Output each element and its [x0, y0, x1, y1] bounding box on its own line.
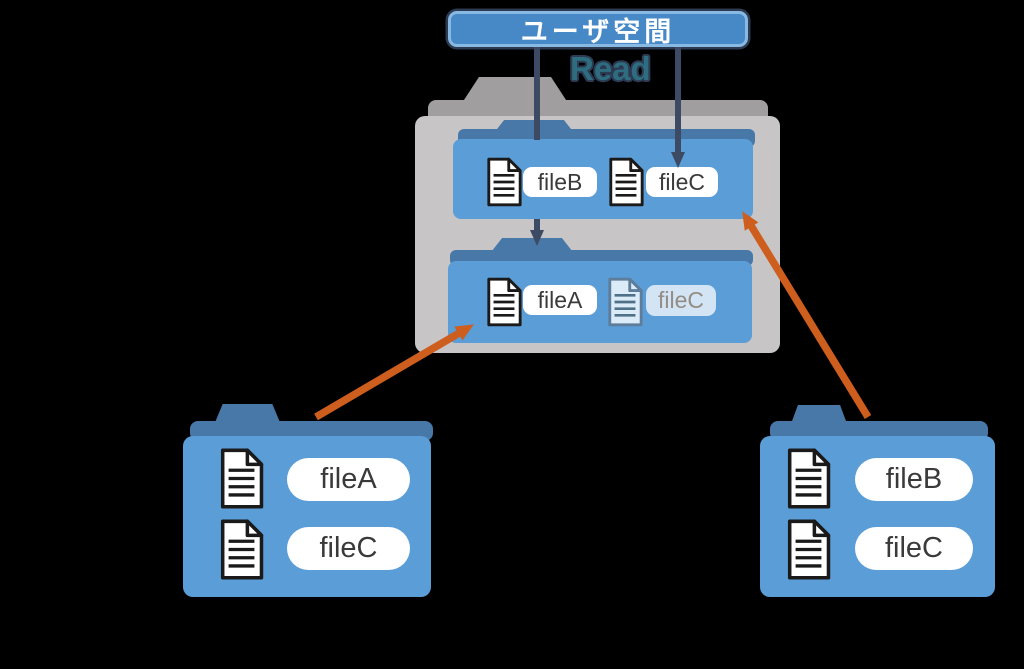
document-icon	[787, 519, 831, 580]
document-icon	[487, 277, 522, 327]
document-icon	[220, 448, 264, 509]
file-label: fileA	[523, 285, 597, 315]
file-label: fileB	[523, 167, 597, 197]
file-label: fileA	[287, 458, 410, 501]
document-icon	[220, 519, 264, 580]
file-label: fileC	[646, 167, 718, 197]
file-label: fileC	[287, 527, 410, 570]
read-label: Read	[570, 50, 651, 87]
folder-tab	[462, 77, 568, 103]
file-label: fileC	[855, 527, 973, 570]
user-space-label: ユーザ空間	[448, 11, 748, 47]
document-icon	[609, 157, 644, 207]
document-icon	[487, 157, 522, 207]
file-label-faded: fileC	[646, 285, 716, 316]
file-label: fileB	[855, 458, 973, 501]
document-icon-faded	[608, 277, 643, 327]
document-icon	[787, 448, 831, 509]
